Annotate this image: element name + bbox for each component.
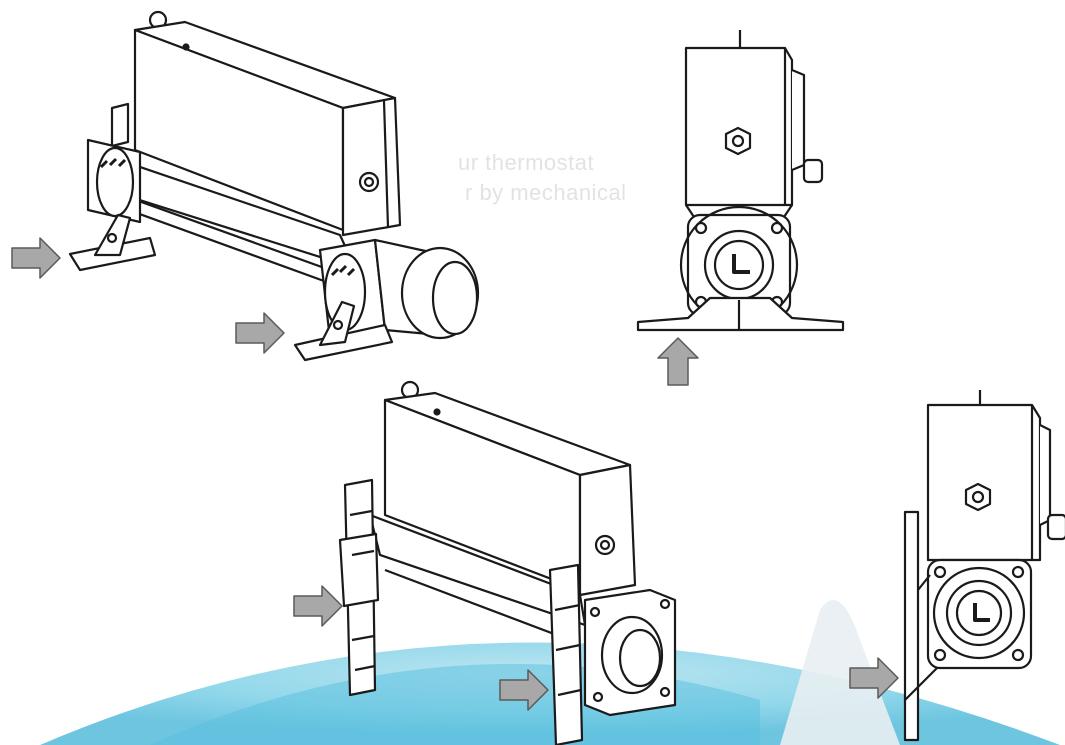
heater-horizontal-mount-end-view xyxy=(636,30,845,332)
heater-horizontal-mount-3d xyxy=(68,10,480,362)
heater-vertical-mount-end-view xyxy=(903,390,1065,742)
background-text-line-1: ur thermostat xyxy=(458,150,595,175)
arrow-right-icon xyxy=(235,312,285,354)
background-text-line-2: r by mechanical xyxy=(465,180,627,205)
heater-vertical-mount-3d xyxy=(338,380,677,745)
arrow-right-icon xyxy=(499,669,549,711)
arrow-right-icon xyxy=(293,585,343,627)
arrow-up-icon xyxy=(657,337,699,386)
mounting-arrows xyxy=(11,237,899,711)
arrow-right-icon xyxy=(11,237,61,279)
arrow-right-icon xyxy=(849,657,899,699)
